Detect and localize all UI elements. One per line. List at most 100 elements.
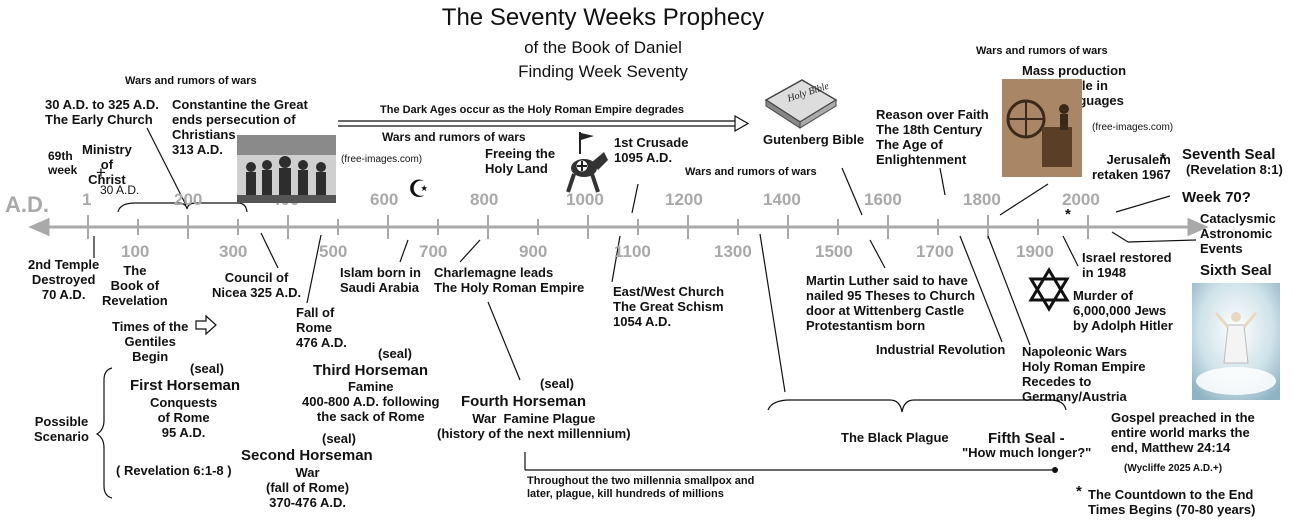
upper-tick-label: 2000 (1062, 190, 1100, 209)
smallpox-label: Throughout the two millennia smallpox an… (527, 475, 755, 500)
possible-scenario-label: Possible Scenario (34, 414, 89, 444)
third-horseman-label: Third Horseman (313, 362, 429, 379)
jerusalem-star: * (1160, 150, 1166, 167)
scenario-brace (95, 367, 113, 499)
wycliffe-label: (Wycliffe 2025 A.D.+) (1124, 463, 1223, 474)
book-of-revelation-label: The Book of Revelation (102, 263, 168, 308)
jerusalem-label: Jerusalem retaken 1967 (1092, 152, 1171, 182)
lower-tick-label: 1100 (614, 242, 651, 261)
napoleonic-wars-label: Napoleonic Wars Holy Roman Empire Recede… (1022, 344, 1146, 404)
page-subtitle-2: Finding Week Seventy (518, 62, 688, 81)
upper-tick-label: 1600 (864, 190, 902, 209)
countdown-star: * (1076, 483, 1082, 500)
wars-label-2: Wars and rumors of wars (382, 130, 526, 144)
upper-tick-label: 800 (470, 190, 499, 209)
page-subtitle: of the Book of Daniel (524, 38, 682, 57)
wars-label-1: Wars and rumors of wars (125, 75, 257, 87)
upper-tick-label: 600 (370, 190, 399, 209)
free-images-credit-2: (free-images.com) (1092, 122, 1174, 133)
lower-tick-label: 1700 (916, 242, 954, 261)
axis-arrow-left (28, 217, 50, 237)
lower-tick-label: 700 (419, 242, 448, 261)
axis-ticks (87, 215, 1089, 239)
dark-ages-label: The Dark Ages occur as the Holy Roman Em… (380, 104, 685, 116)
great-schism-label: East/West Church The Great Schism 1054 A… (613, 284, 725, 329)
third-horseman-desc: Famine 400-800 A.D. following the sack o… (302, 379, 440, 424)
cataclysmic-label: Cataclysmic Astronomic Events (1200, 211, 1276, 256)
gospel-preached-label: Gospel preached in the entire world mark… (1111, 410, 1255, 455)
upper-tick-label: 1400 (763, 190, 801, 209)
first-horseman-label: First Horseman (130, 377, 241, 394)
black-plague-label: The Black Plague (841, 430, 949, 445)
industrial-revolution-label: Industrial Revolution (876, 342, 1006, 357)
holy-bible-image: Holy Bible (762, 72, 840, 130)
israel-restored-label: Israel restored in 1948 (1082, 250, 1172, 280)
upper-tick-label: 1800 (963, 190, 1001, 209)
free-images-credit-1: (free-images.com) (341, 154, 423, 165)
ministry-label: Ministry of Christ (82, 142, 132, 187)
ad-30-label: 30 A.D. (100, 183, 140, 197)
martin-luther-label: Martin Luther said to have nailed 95 The… (806, 273, 976, 333)
how-much-longer-label: "How much longer?" (962, 445, 1092, 460)
first-horseman-desc: Conquests of Rome 95 A.D. (150, 395, 218, 440)
second-temple-label: 2nd Temple Destroyed 70 A.D. (28, 257, 100, 302)
countdown-axis-star: * (1065, 206, 1071, 223)
week-70-label: Week 70? (1182, 189, 1251, 206)
lower-tick-label: 900 (519, 242, 548, 261)
constantine-label: Constantine the Great ends persecution o… (172, 97, 308, 157)
upper-tick-label: 1 (82, 190, 92, 209)
upper-tick-label: 1000 (566, 190, 604, 209)
era-label: A.D. (5, 192, 49, 217)
times-of-gentiles-label: Times of the Gentiles Begin (112, 319, 189, 364)
upper-tick-label: 200 (174, 190, 203, 209)
early-church-label: 30 A.D. to 325 A.D. The Early Church (45, 97, 159, 127)
council-painting-image (237, 135, 336, 203)
freeing-holy-land-label: Freeing the Holy Land (485, 146, 556, 176)
lower-tick-label: 1900 (1016, 242, 1054, 261)
sixth-seal-label: Sixth Seal (1200, 262, 1272, 279)
revelation-6-label: ( Revelation 6:1-8 ) (116, 463, 232, 478)
charlemagne-label: Charlemagne leads The Holy Roman Empire (434, 265, 585, 295)
fourth-horseman-label: Fourth Horseman (461, 393, 587, 410)
seal-label-3: (seal) (378, 346, 412, 361)
council-of-nicea-label: Council of Nicea 325 A.D. (212, 270, 302, 300)
seal-label-4: (seal) (540, 376, 574, 391)
countdown-label: The Countdown to the End Times Begins (7… (1088, 487, 1256, 517)
page-title: The Seventy Weeks Prophecy (441, 4, 765, 31)
ascending-figure-image (1192, 283, 1280, 400)
fourth-horseman-desc: War Famine Plague (history of the next m… (437, 411, 631, 441)
upper-tick-label: 1200 (665, 190, 703, 209)
seal-label-1: (seal) (190, 361, 224, 376)
wars-label-3: Wars and rumors of wars (685, 166, 817, 178)
second-horseman-desc: War (fall of Rome) 370-476 A.D. (266, 465, 350, 510)
islam-born-label: Islam born in Saudi Arabia (340, 265, 421, 295)
wars-label-4: Wars and rumors of wars (976, 45, 1108, 57)
fifth-seal-label: Fifth Seal - (988, 430, 1065, 447)
gutenberg-label: Gutenberg Bible (763, 132, 865, 147)
holocaust-label: Murder of 6,000,000 Jews by Adolph Hitle… (1073, 288, 1173, 333)
cross-icon: + (96, 163, 106, 182)
crusader-knight-image (562, 130, 612, 195)
second-horseman-label: Second Horseman (241, 447, 373, 464)
black-plague-brace (767, 399, 1067, 413)
seal-label-2: (seal) (322, 431, 356, 446)
revelation-8-label: (Revelation 8:1) (1186, 162, 1283, 177)
fall-of-rome-label: Fall of Rome 476 A.D. (296, 305, 347, 350)
lower-tick-label: 500 (319, 242, 348, 261)
star-of-david-icon (1028, 267, 1070, 312)
crescent-star-icon: ☪ (408, 176, 430, 203)
lower-tick-label: 300 (219, 242, 248, 261)
gentiles-arrow (195, 314, 217, 336)
printing-press-image (1002, 79, 1082, 177)
first-crusade-label: 1st Crusade 1095 A.D. (614, 135, 689, 165)
seventh-seal-label: Seventh Seal (1182, 146, 1276, 163)
reason-over-faith-label: Reason over Faith The 18th Century The A… (876, 107, 989, 167)
lower-tick-label: 1300 (714, 242, 752, 261)
lower-tick-label: 1500 (815, 242, 853, 261)
week-69-label: 69th week (48, 149, 78, 177)
axis-arrow-right (1187, 217, 1209, 237)
early-church-brace (117, 202, 248, 213)
lower-tick-label: 100 (121, 242, 150, 261)
